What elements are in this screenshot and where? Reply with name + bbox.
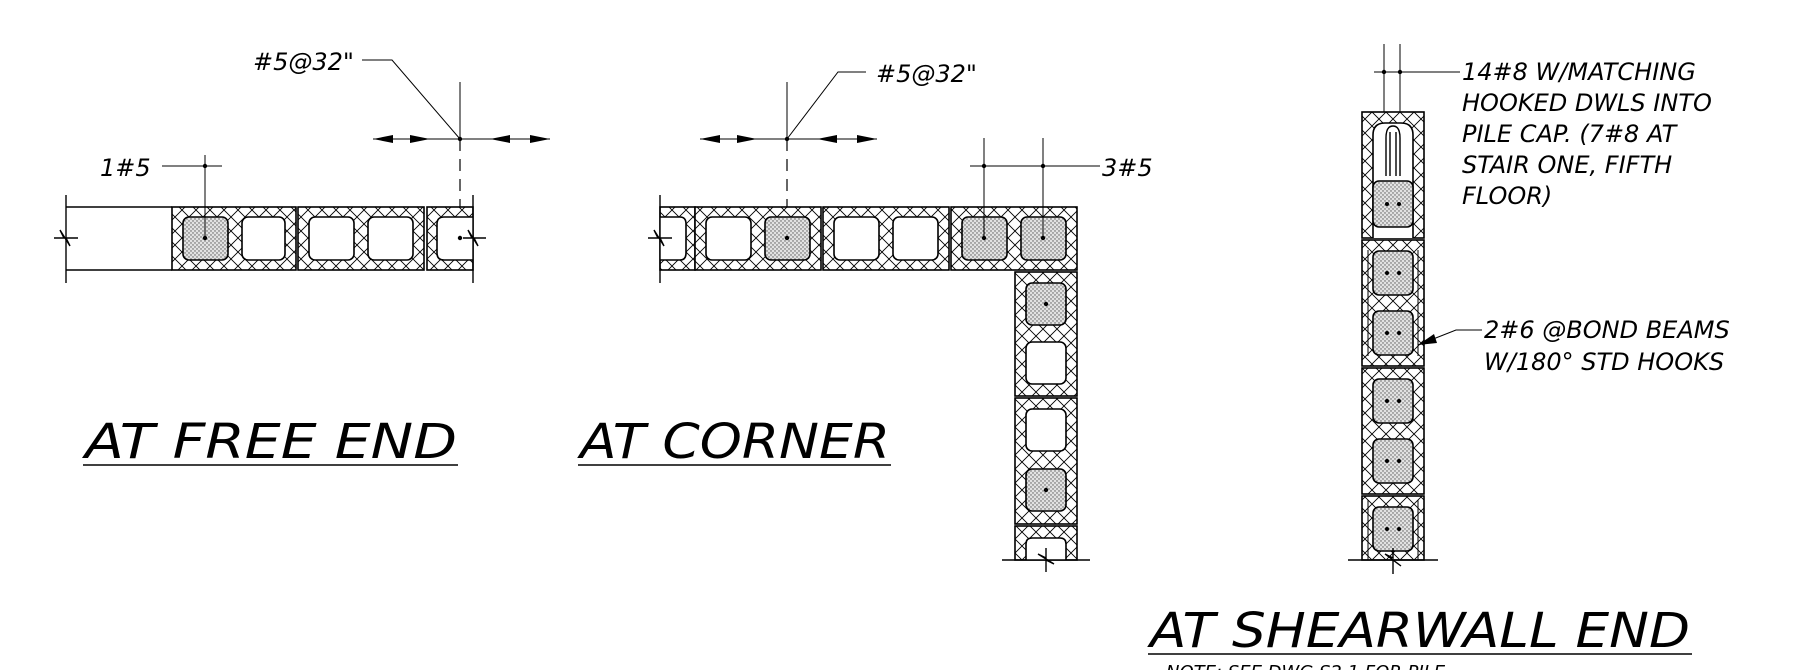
dowel-note-line: STAIR ONE, FIFTH bbox=[1462, 151, 1672, 179]
cmu-block bbox=[1348, 495, 1438, 574]
free-end-title: AT FREE END bbox=[81, 414, 457, 470]
spacing-leader bbox=[700, 71, 877, 207]
cmu-block bbox=[694, 206, 822, 271]
cmu-block bbox=[1361, 367, 1425, 495]
shearwall-detail: 14#8 W/MATCHING HOOKED DWLS INTO PILE CA… bbox=[1147, 44, 1730, 670]
free-end-bar-label: 1#5 bbox=[100, 154, 151, 182]
dowel-note-line: 14#8 W/MATCHING bbox=[1462, 58, 1696, 86]
cmu-block bbox=[171, 206, 297, 271]
cmu-end-block bbox=[648, 195, 696, 283]
dowel-note-line: PILE CAP. (7#8 AT bbox=[1462, 120, 1679, 148]
cmu-block bbox=[1014, 271, 1078, 397]
free-end-detail: 1#5 #5@32" AT FREE END bbox=[54, 48, 550, 470]
bond-beam-note-line: 2#6 @BOND BEAMS bbox=[1484, 316, 1730, 344]
free-end-spacing-label: #5@32" bbox=[253, 48, 354, 76]
cmu-corner-block bbox=[950, 206, 1078, 271]
dowel-note: 14#8 W/MATCHING HOOKED DWLS INTO PILE CA… bbox=[1462, 58, 1712, 210]
bond-beam-note-line: W/180° STD HOOKS bbox=[1484, 348, 1724, 376]
spacing-leader bbox=[362, 59, 550, 207]
bar-leader bbox=[162, 155, 222, 238]
cmu-block bbox=[297, 206, 425, 271]
corner-detail: 3#5 #5@32" AT CORNER bbox=[577, 60, 1153, 572]
cmu-block bbox=[1361, 239, 1425, 367]
corner-spacing-label: #5@32" bbox=[876, 60, 977, 88]
adjacent-wall bbox=[54, 195, 172, 283]
shearwall-title: AT SHEARWALL END bbox=[1147, 603, 1690, 659]
corner-title: AT CORNER bbox=[577, 414, 890, 470]
cmu-block bbox=[1014, 397, 1078, 525]
bond-beam-leader bbox=[1417, 329, 1482, 346]
dowel-note-line: HOOKED DWLS INTO bbox=[1462, 89, 1712, 117]
bar-leader bbox=[970, 138, 1100, 238]
dowel-note-line: FLOOR) bbox=[1462, 182, 1552, 210]
dowel-bars bbox=[1374, 44, 1460, 112]
bond-beam-note: 2#6 @BOND BEAMS W/180° STD HOOKS bbox=[1484, 316, 1730, 376]
corner-bar-label: 3#5 bbox=[1102, 154, 1153, 182]
cmu-end-block bbox=[426, 195, 486, 283]
cmu-end-block bbox=[1002, 525, 1090, 572]
shearwall-footnote: NOTE: SEE DWG S2.1 FOR PILE bbox=[1166, 662, 1446, 670]
cmu-end-block bbox=[1361, 111, 1425, 239]
cmu-block bbox=[822, 206, 950, 271]
